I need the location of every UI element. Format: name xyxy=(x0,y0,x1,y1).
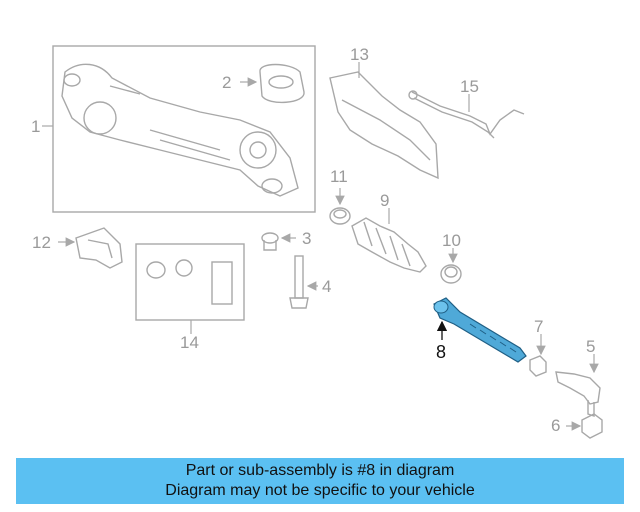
part-12-bracket[interactable] xyxy=(58,227,123,269)
part-6-castle-nut[interactable] xyxy=(566,413,603,439)
part-14-kit[interactable] xyxy=(135,243,245,334)
part-15-hose[interactable] xyxy=(408,90,525,139)
part-8-inner-tie-rod[interactable] xyxy=(433,297,527,363)
part-7-nut[interactable] xyxy=(529,334,547,377)
banner-line-1: Part or sub-assembly is #8 in diagram xyxy=(185,462,455,479)
part-4-long-bolt[interactable] xyxy=(289,255,318,309)
part-2-mount-bushing[interactable] xyxy=(240,63,305,103)
callout-2: 2 xyxy=(222,73,231,92)
callout-3: 3 xyxy=(302,229,311,248)
callout-6: 6 xyxy=(551,416,560,435)
callout-15: 15 xyxy=(460,77,479,96)
callout-8: 8 xyxy=(436,342,446,362)
part-1-steering-gear[interactable] xyxy=(42,45,316,213)
banner-line-2: Diagram may not be specific to your vehi… xyxy=(165,482,475,499)
callout-5: 5 xyxy=(586,337,595,356)
callout-14: 14 xyxy=(180,333,199,352)
callout-12: 12 xyxy=(32,233,51,252)
part-5-outer-tie-rod-end[interactable] xyxy=(555,354,601,417)
callout-7: 7 xyxy=(534,317,543,336)
callout-9: 9 xyxy=(380,191,389,210)
info-banner: Part or sub-assembly is #8 in diagram Di… xyxy=(16,458,624,504)
part-11-clamp[interactable] xyxy=(329,188,351,225)
callout-10: 10 xyxy=(442,231,461,250)
part-9-boot[interactable] xyxy=(351,208,427,273)
callout-1: 1 xyxy=(31,117,40,136)
part-3-bolt[interactable] xyxy=(261,232,296,251)
part-10-clamp[interactable] xyxy=(440,248,462,284)
callout-11: 11 xyxy=(330,167,348,186)
callout-4: 4 xyxy=(322,277,331,296)
part-13-heat-shield[interactable] xyxy=(329,62,439,180)
callout-13: 13 xyxy=(350,45,369,64)
